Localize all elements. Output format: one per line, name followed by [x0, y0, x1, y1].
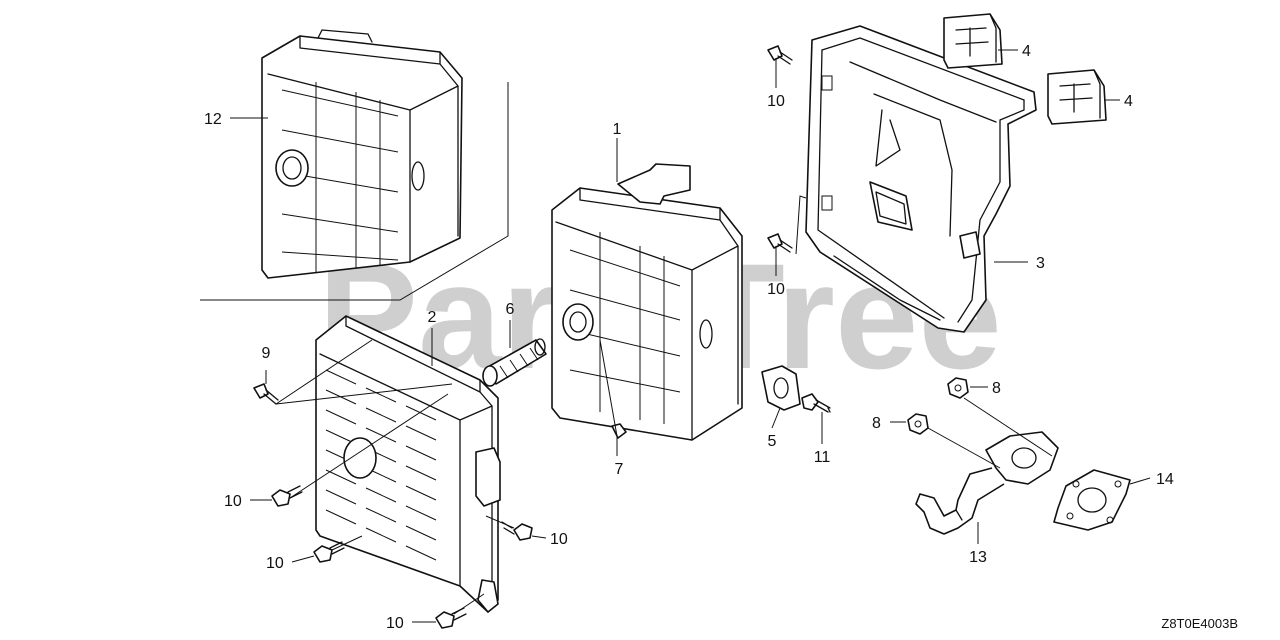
part-2-muffler-protector[interactable] [315, 315, 501, 613]
callout-13: 13 [969, 549, 987, 566]
part-9-bolt[interactable] [253, 383, 279, 405]
part-10-bolt-bottom-left[interactable] [313, 541, 345, 563]
callout-3: 3 [1036, 255, 1045, 272]
part-12-muffler-alt[interactable] [261, 29, 463, 279]
leader-lines [230, 49, 1151, 623]
callout-10-cover-lower: 10 [767, 281, 785, 298]
callout-12: 12 [204, 111, 222, 128]
part-10-bolt-bottom[interactable] [435, 607, 467, 629]
callout-10-left: 10 [224, 493, 242, 510]
callout-14: 14 [1156, 471, 1174, 488]
inset-frame-line [200, 82, 509, 301]
callout-8-lower: 8 [872, 415, 881, 432]
callout-1: 1 [613, 121, 622, 138]
callout-10-bottom-left: 10 [266, 555, 284, 572]
part-6-spark-arrester[interactable] [482, 338, 547, 387]
callout-8-upper: 8 [992, 380, 1001, 397]
callout-10-right: 10 [550, 531, 568, 548]
callout-4-upper: 4 [1022, 43, 1031, 60]
part-10-bolt-left[interactable] [271, 485, 303, 507]
callout-6: 6 [506, 301, 515, 318]
callout-7: 7 [615, 461, 624, 478]
diagram-code: Z8T0E4003B [1161, 616, 1238, 631]
callout-10-cover-upper: 10 [767, 93, 785, 110]
callout-10-bottom: 10 [386, 615, 404, 632]
callout-2: 2 [428, 309, 437, 326]
part-10-bolt-cover-upper[interactable] [767, 45, 793, 65]
callout-11: 11 [814, 449, 831, 466]
part-5-gasket[interactable] [761, 365, 801, 411]
part-4-clip-lower[interactable] [1047, 69, 1107, 125]
part-10-bolt-cover-lower[interactable] [767, 233, 793, 253]
callout-9: 9 [262, 345, 271, 362]
part-8-nut-lower[interactable] [907, 413, 929, 435]
part-13-exhaust-pipe[interactable] [915, 431, 1059, 535]
part-1-muffler[interactable] [551, 163, 743, 441]
part-3-muffler-cover[interactable] [805, 25, 1037, 333]
part-8-nut-upper[interactable] [947, 377, 969, 399]
part-11-bolt[interactable] [801, 393, 831, 413]
callout-5: 5 [768, 433, 777, 450]
part-14-gasket[interactable] [1053, 469, 1131, 531]
part-4-clip-upper[interactable] [943, 13, 1003, 69]
part-10-bolt-right[interactable] [501, 521, 533, 541]
callout-4-lower: 4 [1124, 93, 1133, 110]
